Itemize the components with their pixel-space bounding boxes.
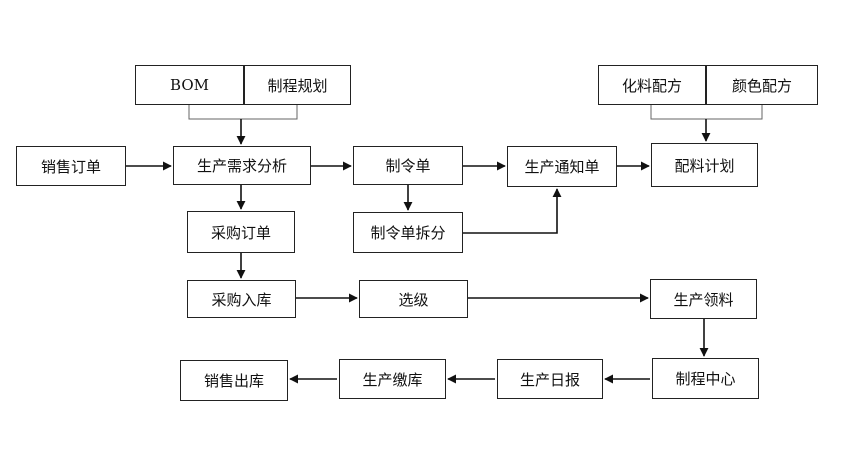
bom-box: BOM — [135, 65, 244, 105]
process-planning-box: 制程规划 — [244, 65, 351, 105]
work-order-split-box: 制令单拆分 — [353, 212, 463, 253]
grading-box: 选级 — [359, 280, 468, 318]
production-demand-analysis-box: 生产需求分析 — [173, 146, 311, 185]
production-storage-box: 生产缴库 — [339, 359, 446, 399]
material-plan-box: 配料计划 — [651, 143, 758, 187]
purchase-receipt-box: 采购入库 — [187, 280, 296, 318]
sales-outbound-box: 销售出库 — [180, 360, 288, 401]
purchase-order-box: 采购订单 — [187, 211, 295, 253]
production-notice-box: 生产通知单 — [507, 146, 617, 187]
sales-order-box: 销售订单 — [16, 146, 126, 186]
arrow-split-to-notice — [463, 188, 562, 234]
chem-formula-box: 化料配方 — [598, 65, 706, 105]
formula-merge-connector — [650, 105, 763, 120]
production-picking-box: 生产领料 — [650, 279, 757, 319]
production-daily-report-box: 生产日报 — [497, 359, 603, 399]
color-formula-box: 颜色配方 — [706, 65, 818, 105]
work-order-box: 制令单 — [353, 146, 463, 185]
process-center-box: 制程中心 — [652, 358, 759, 399]
bom-planning-merge-connector — [188, 105, 298, 120]
